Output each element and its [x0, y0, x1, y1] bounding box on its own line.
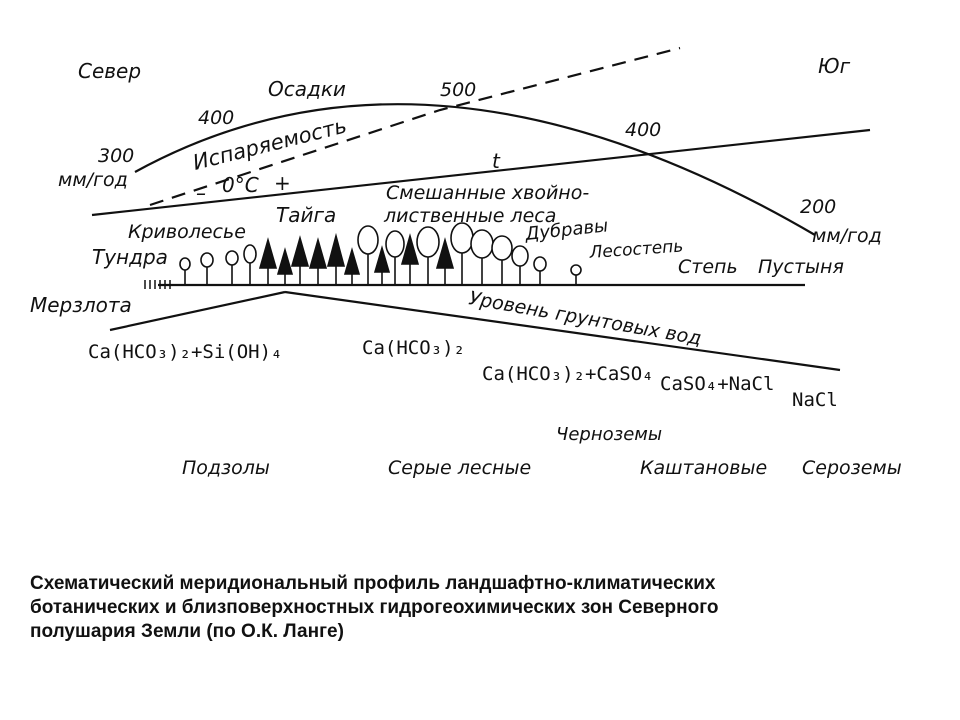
minus-sign: – — [196, 181, 206, 205]
conifer — [326, 232, 346, 284]
tundra-label: Тундра — [92, 245, 168, 269]
temperature-line — [91, 128, 871, 217]
deciduous-tree — [533, 256, 547, 284]
lesostep-label: Лесостепь — [588, 236, 684, 263]
conifer — [343, 247, 361, 284]
value-500: 500 — [440, 79, 476, 101]
north-label: Север — [78, 59, 141, 83]
t-label: t — [492, 149, 501, 173]
shrub — [570, 264, 582, 284]
chernozem-label: Черноземы — [556, 424, 662, 445]
profile-diagram: Север Юг Осадки 500 400 400 Испаряемость… — [30, 46, 902, 479]
deciduous-tree — [511, 245, 529, 284]
krivolesye-label: Криволесье — [128, 221, 246, 243]
mixed-forest-label-1: Смешанные хвойно- — [386, 182, 589, 204]
south-label: Юг — [818, 54, 851, 78]
caption-line-2: ботанических и близповерхностных гидроге… — [30, 597, 719, 618]
permafrost-label: Мерзлота — [30, 293, 132, 317]
groundwater-line — [284, 290, 841, 372]
groundwater-label: Уровень грунтовых вод — [467, 287, 703, 350]
shrub — [225, 250, 239, 284]
chem-label-2: Ca(HCO₃)₂ — [362, 337, 465, 359]
figure-caption: Схематический меридиональный профиль лан… — [30, 572, 930, 644]
value-300: 300 — [98, 145, 134, 167]
chestnut-label: Каштановые — [640, 457, 767, 479]
deciduous-tree — [385, 230, 405, 284]
shrub — [243, 244, 257, 284]
value-200: 200 — [800, 196, 836, 218]
podzol-label: Подзолы — [182, 457, 270, 479]
evaporation-line — [149, 46, 681, 207]
steppe-label: Степь — [678, 256, 738, 278]
mixed-forest-label-2: лиственные леса — [383, 205, 556, 227]
taiga-label: Тайга — [276, 203, 336, 227]
desert-label: Пустыня — [758, 256, 844, 278]
conifer — [276, 247, 294, 284]
mm-year-right: мм/год — [812, 225, 882, 247]
chem-label-4: CaSO₄+NaCl — [660, 373, 774, 395]
tree-row — [179, 222, 582, 284]
conifer — [373, 245, 391, 284]
conifer — [308, 237, 328, 284]
precipitation-label: Осадки — [268, 77, 346, 101]
permafrost-hatch — [144, 280, 171, 289]
chem-label-5: NaCl — [792, 389, 838, 411]
caption-line-3: полушария Земли (по О.К. Ланге) — [30, 621, 344, 642]
conifer — [400, 233, 420, 284]
caption-line-1: Схематический меридиональный профиль лан… — [30, 573, 716, 594]
shrub — [200, 252, 214, 284]
mm-year-left: мм/год — [58, 169, 128, 191]
zero-c-label: 0°C — [222, 173, 259, 197]
chem-label-1: Ca(HCO₃)₂+Si(OH)₄ — [88, 341, 282, 363]
precipitation-curve — [134, 103, 816, 236]
value-400-right: 400 — [625, 119, 661, 141]
deciduous-tree — [470, 229, 494, 284]
deciduous-tree — [450, 222, 474, 284]
conifer — [435, 237, 455, 284]
chem-label-3: Ca(HCO₃)₂+CaSO₄ — [482, 363, 654, 385]
conifer — [290, 235, 310, 284]
grey-forest-label: Серые лесные — [388, 457, 531, 479]
deciduous-tree — [416, 226, 440, 284]
value-400-left: 400 — [198, 107, 234, 129]
deciduous-tree — [491, 235, 513, 284]
shrub — [179, 257, 191, 284]
conifer — [258, 237, 278, 284]
deciduous-tree — [357, 225, 379, 284]
permafrost-line — [109, 290, 286, 332]
plus-sign: + — [274, 171, 291, 195]
serozem-label: Сероземы — [802, 457, 902, 479]
